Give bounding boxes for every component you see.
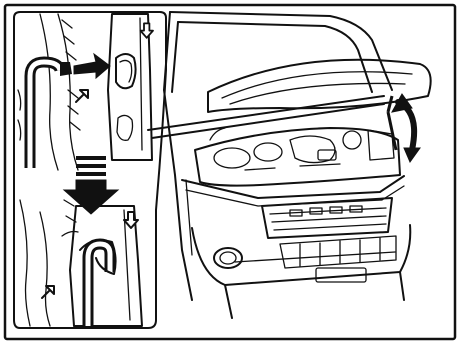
figure-frame — [5, 5, 455, 339]
